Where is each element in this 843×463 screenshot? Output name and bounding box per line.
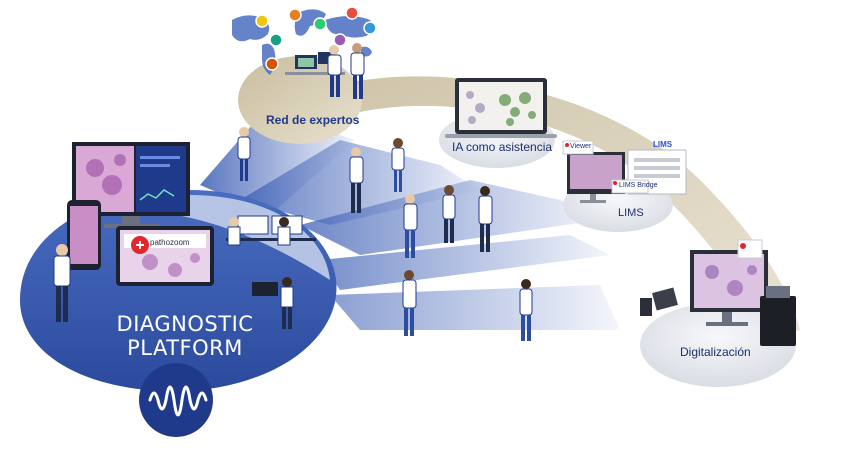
- waveform-badge: [139, 363, 213, 437]
- person-icon: [519, 279, 533, 341]
- lims-node: [562, 140, 687, 232]
- digitalization-label: Digitalización: [680, 345, 751, 359]
- monitor-icon: [252, 282, 278, 296]
- scanner-icon: [760, 296, 796, 346]
- bridge-tag: [611, 179, 649, 194]
- person-icon: [403, 194, 418, 258]
- waveform-icon: [148, 385, 208, 417]
- pathozoom-logo-text: pathozoom: [150, 238, 190, 247]
- person-icon: [277, 217, 291, 246]
- person-icon: [442, 185, 456, 243]
- experts-node: [232, 6, 377, 144]
- digitalization-node: [640, 239, 796, 387]
- ai-label: IA como asistencia: [452, 140, 553, 154]
- viewer-tag-label: Viewer: [570, 143, 592, 150]
- person-icon: [402, 270, 417, 336]
- lims-label: LIMS: [618, 207, 644, 219]
- professionals: [237, 127, 533, 341]
- platform-title-line2: PLATFORM: [127, 336, 243, 360]
- diagnostic-platform-node: pathozoom: [20, 142, 337, 392]
- person-icon: [227, 217, 241, 246]
- person-icon: [327, 45, 342, 97]
- expert-avatars: [255, 6, 377, 71]
- monitor-icon: [237, 215, 269, 235]
- platform-title-line1: DIAGNOSTIC: [116, 312, 254, 336]
- experts-label: Red de expertos: [266, 113, 360, 127]
- person-icon: [391, 138, 405, 192]
- bridge-tag-label: LIMS Bridge: [619, 182, 658, 189]
- person-icon: [350, 43, 365, 99]
- person-icon: [478, 186, 493, 252]
- lims-tag: LIMS: [653, 140, 673, 149]
- phone-icon: [640, 298, 652, 316]
- person-icon: [53, 244, 71, 322]
- person-icon: [280, 277, 294, 329]
- person-icon: [349, 147, 364, 213]
- viewer-tag: [562, 140, 594, 155]
- platform-title: DIAGNOSTIC PLATFORM: [100, 312, 270, 360]
- ai-node: [439, 78, 557, 168]
- person-icon: [237, 127, 251, 181]
